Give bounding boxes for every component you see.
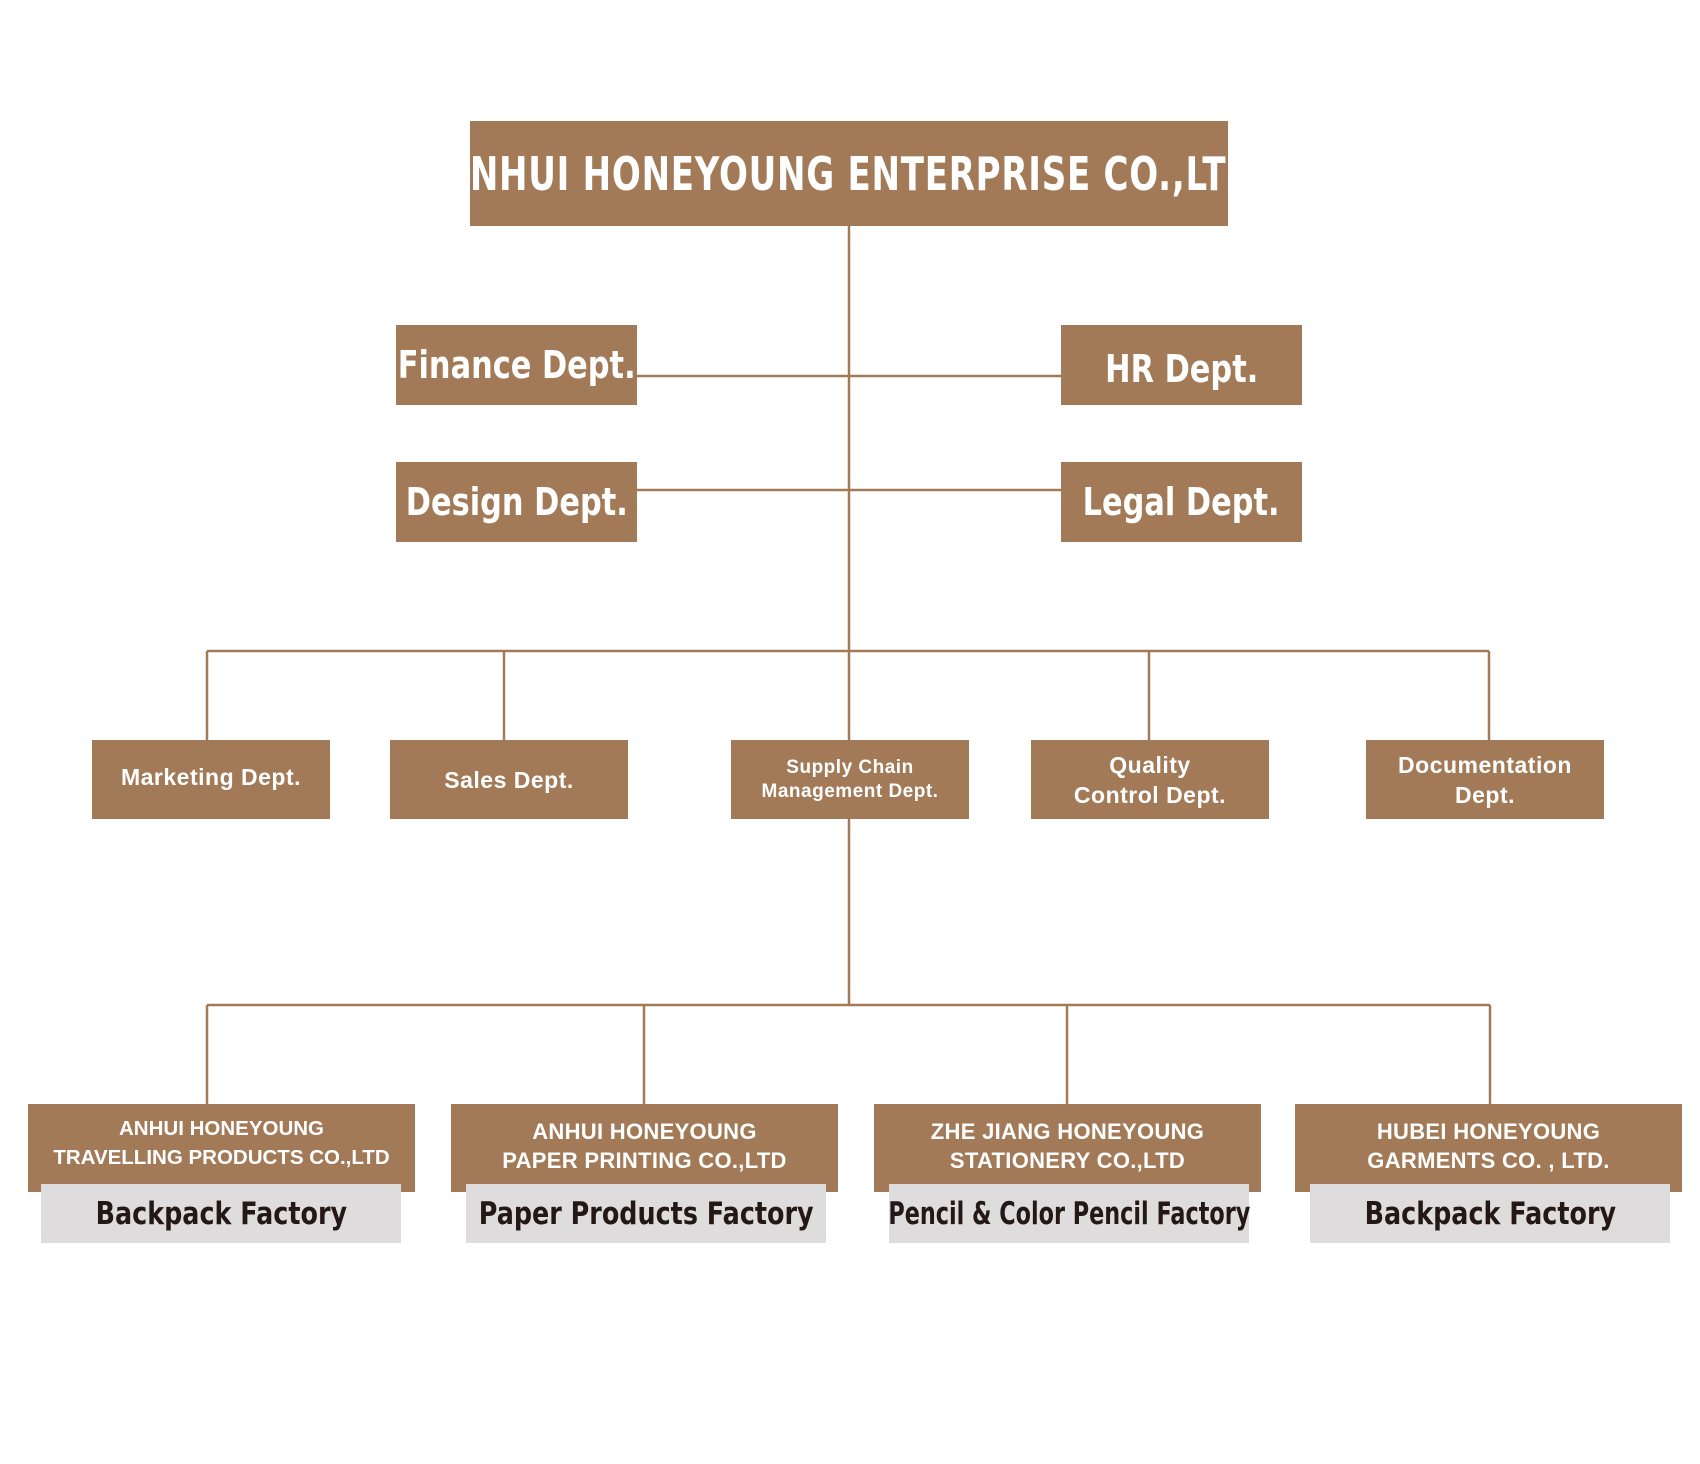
factory-type-box-2: Paper Products Factory bbox=[466, 1184, 826, 1243]
factory-type-box-3: Pencil & Color Pencil Factory bbox=[888, 1184, 1250, 1243]
factory-company-box-2: ANHUI HONEYOUNG PAPER PRINTING CO.,LTD bbox=[451, 1104, 838, 1192]
factory-company-4-line1: HUBEI HONEYOUNG bbox=[1376, 1119, 1601, 1144]
factory-type-box-1: Backpack Factory bbox=[41, 1184, 401, 1243]
factory-type-3: Pencil & Color Pencil Factory bbox=[888, 1195, 1250, 1232]
quality-control-dept-box: Quality Control Dept. bbox=[1031, 740, 1269, 819]
factory-company-box-1: ANHUI HONEYOUNG TRAVELLING PRODUCTS CO.,… bbox=[28, 1104, 415, 1192]
factory-company-3-line1: ZHE JIANG HONEYOUNG bbox=[930, 1119, 1205, 1144]
documentation-dept-box: Documentation Dept. bbox=[1366, 740, 1604, 819]
documentation-dept-label-line1: Documentation bbox=[1398, 751, 1572, 778]
design-dept-box: Design Dept. bbox=[396, 462, 637, 542]
factory-company-2-line1: ANHUI HONEYOUNG bbox=[532, 1119, 757, 1144]
factory-type-4: Backpack Factory bbox=[1364, 1195, 1616, 1232]
marketing-dept-label: Marketing Dept. bbox=[120, 763, 302, 790]
finance-dept-label: Finance Dept. bbox=[397, 343, 636, 387]
sales-dept-box: Sales Dept. bbox=[390, 740, 628, 819]
factory-company-box-4: HUBEI HONEYOUNG GARMENTS CO. , LTD. bbox=[1295, 1104, 1682, 1192]
factory-type-2: Paper Products Factory bbox=[478, 1195, 814, 1232]
factory-company-3-line2: STATIONERY CO.,LTD bbox=[949, 1148, 1186, 1173]
factory-type-box-4: Backpack Factory bbox=[1310, 1184, 1670, 1243]
hr-dept-box: HR Dept. bbox=[1061, 325, 1302, 405]
legal-dept-box: Legal Dept. bbox=[1061, 462, 1302, 542]
factory-company-1-line2: TRAVELLING PRODUCTS CO.,LTD bbox=[53, 1146, 390, 1169]
factory-type-1: Backpack Factory bbox=[95, 1195, 347, 1232]
quality-control-dept-label-line2: Control Dept. bbox=[1073, 781, 1227, 808]
finance-dept-box: Finance Dept. bbox=[396, 325, 637, 405]
factory-company-4-line2: GARMENTS CO. , LTD. bbox=[1367, 1148, 1610, 1173]
legal-dept-label: Legal Dept. bbox=[1083, 480, 1280, 524]
hr-dept-label: HR Dept. bbox=[1104, 347, 1259, 391]
marketing-dept-box: Marketing Dept. bbox=[92, 740, 330, 819]
headquarters-box: ANHUI HONEYOUNG ENTERPRISE CO.,LTD bbox=[443, 121, 1255, 226]
sales-dept-label: Sales Dept. bbox=[444, 766, 574, 793]
documentation-dept-label-line2: Dept. bbox=[1455, 781, 1515, 808]
supply-chain-dept-label-line2: Management Dept. bbox=[761, 780, 939, 802]
supply-chain-dept-box: Supply Chain Management Dept. bbox=[731, 740, 969, 819]
factory-company-1-line1: ANHUI HONEYOUNG bbox=[118, 1117, 324, 1140]
factory-company-box-3: ZHE JIANG HONEYOUNG STATIONERY CO.,LTD bbox=[874, 1104, 1261, 1192]
factory-company-2-line2: PAPER PRINTING CO.,LTD bbox=[502, 1148, 787, 1173]
headquarters-name: ANHUI HONEYOUNG ENTERPRISE CO.,LTD bbox=[442, 146, 1256, 201]
supply-chain-dept-label-line1: Supply Chain bbox=[786, 756, 914, 778]
design-dept-label: Design Dept. bbox=[405, 480, 628, 524]
quality-control-dept-label-line1: Quality bbox=[1109, 751, 1191, 778]
